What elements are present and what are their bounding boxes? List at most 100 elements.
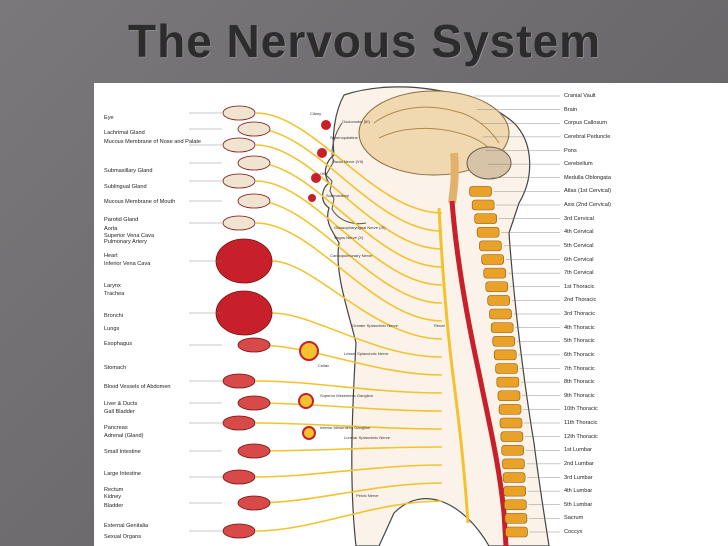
otic-ganglion — [311, 173, 321, 183]
right-label: 4th Lumbar — [564, 488, 593, 495]
left-label: Stomach — [104, 365, 127, 371]
left-label: Lachrimal Gland — [104, 130, 145, 136]
organ — [215, 290, 273, 336]
right-label: 12th Thoracic — [564, 433, 598, 440]
right-label: Coccyx — [564, 529, 583, 535]
left-label: Trachea — [104, 291, 125, 297]
left-label: Gall Bladder — [104, 409, 135, 415]
vertebra — [479, 240, 502, 252]
right-label: Cerebellum — [564, 161, 593, 168]
right-label: 6th Cervical — [564, 256, 594, 263]
organ — [237, 193, 271, 209]
nerve-label: Ciliary — [310, 111, 322, 116]
nerve-fiber — [255, 200, 443, 304]
right-label: 1st Thoracic — [564, 283, 595, 290]
left-label: Liver & Ducts — [104, 401, 138, 407]
organ — [222, 523, 256, 539]
cerebellum — [466, 146, 512, 180]
nerve-label: Celiac — [318, 363, 330, 368]
inferior-mesenteric-ganglion — [302, 426, 316, 440]
nerve-fiber — [255, 402, 443, 412]
celiac-ganglion — [299, 341, 319, 361]
vertebra — [502, 458, 525, 470]
nerve-label: Cardiopulmonary Nerve — [330, 253, 373, 258]
left-label: Bronchi — [104, 313, 123, 319]
vertebra — [469, 186, 492, 197]
right-label: Pons — [564, 147, 577, 154]
vertebra — [500, 431, 524, 442]
vertebra — [497, 390, 521, 402]
superior-mesenteric-ganglion — [298, 393, 314, 409]
vertebra — [504, 513, 528, 524]
nerve-fiber — [255, 112, 443, 214]
right-label: 2nd Lumbar — [564, 460, 594, 467]
right-label: 4th Thoracic — [564, 324, 595, 331]
organ — [237, 155, 271, 171]
organ — [222, 415, 256, 431]
right-label: 6th Thoracic — [564, 351, 595, 358]
left-label: Small Intestine — [104, 449, 141, 455]
right-label: 2nd Thoracic — [564, 297, 597, 304]
right-label: 3rd Cervical — [564, 215, 594, 222]
left-label: Sublingual Gland — [104, 184, 147, 190]
organ — [237, 395, 271, 411]
organ — [222, 373, 256, 389]
left-label: Mucous Membrane of Mouth — [104, 199, 176, 205]
anatomy-drawing — [189, 86, 560, 546]
nerve-label: Pelvic Nerve — [356, 493, 379, 498]
vertebra — [493, 349, 517, 361]
right-label: 5th Lumbar — [564, 501, 593, 508]
organ — [222, 215, 256, 231]
left-label: Sexual Organs — [104, 534, 142, 540]
right-label: Cranial Vault — [564, 93, 596, 99]
nerve-label: Lumbar Splanchnic Nerve — [344, 435, 391, 440]
left-label: Mucous Membrane of Nose and Palate — [104, 139, 202, 145]
nerve-label: Oculomotor (III) — [342, 119, 370, 124]
right-label: 3rd Lumbar — [564, 474, 593, 481]
nerve-fiber — [255, 482, 443, 504]
nerve-label: Renal — [434, 323, 445, 328]
vertebra — [501, 444, 524, 456]
right-label: Corpus Callosum — [564, 120, 607, 127]
vertebra — [481, 254, 504, 265]
right-label: 7th Cervical — [564, 270, 594, 277]
left-label: Superior Vena Cava — [104, 233, 155, 239]
vertebra — [487, 295, 510, 306]
nerve-label: Vagus Nerve (X) — [334, 235, 364, 240]
submaxillary-ganglion — [308, 194, 316, 202]
organ — [215, 238, 273, 284]
left-label: Rectum — [104, 487, 124, 493]
organ — [222, 469, 256, 485]
nerve-fiber — [271, 260, 443, 340]
left-label: Esophagus — [104, 341, 132, 347]
organ — [222, 173, 256, 189]
right-label: 10th Thoracic — [564, 406, 598, 413]
nerve-fiber — [255, 344, 443, 376]
nerve-label: Submaxillary — [326, 193, 349, 198]
left-label: Heart — [104, 253, 118, 259]
right-label: Medulla Oblongata — [564, 174, 611, 181]
nerve-fiber — [255, 128, 443, 232]
vertebra — [474, 213, 497, 224]
nerve-fiber — [271, 312, 443, 358]
nerve-label: Lesser Splanchnic Nerve — [344, 351, 389, 356]
right-label: 8th Thoracic — [564, 379, 595, 386]
sympathetic-chain — [437, 207, 470, 524]
nerve-label: Inferior Mesenteric Ganglion — [320, 425, 371, 430]
right-label: Axis (2nd Cervical) — [564, 202, 611, 208]
vertebra — [504, 499, 527, 511]
nerve-fiber — [255, 144, 443, 250]
sphenopalatine-ganglion — [317, 148, 327, 158]
left-label: Submaxillary Gland — [104, 168, 153, 174]
ciliary-ganglion — [321, 120, 331, 130]
left-label: Parotid Gland — [104, 217, 139, 223]
vertebra — [498, 404, 522, 415]
right-label: Atlas (1st Cervical) — [564, 188, 611, 195]
vertebra — [499, 417, 523, 429]
organ — [237, 443, 271, 459]
vertebra — [495, 363, 518, 374]
vertebra — [505, 526, 528, 538]
organ — [222, 137, 256, 153]
right-label: 1st Lumbar — [564, 447, 592, 454]
